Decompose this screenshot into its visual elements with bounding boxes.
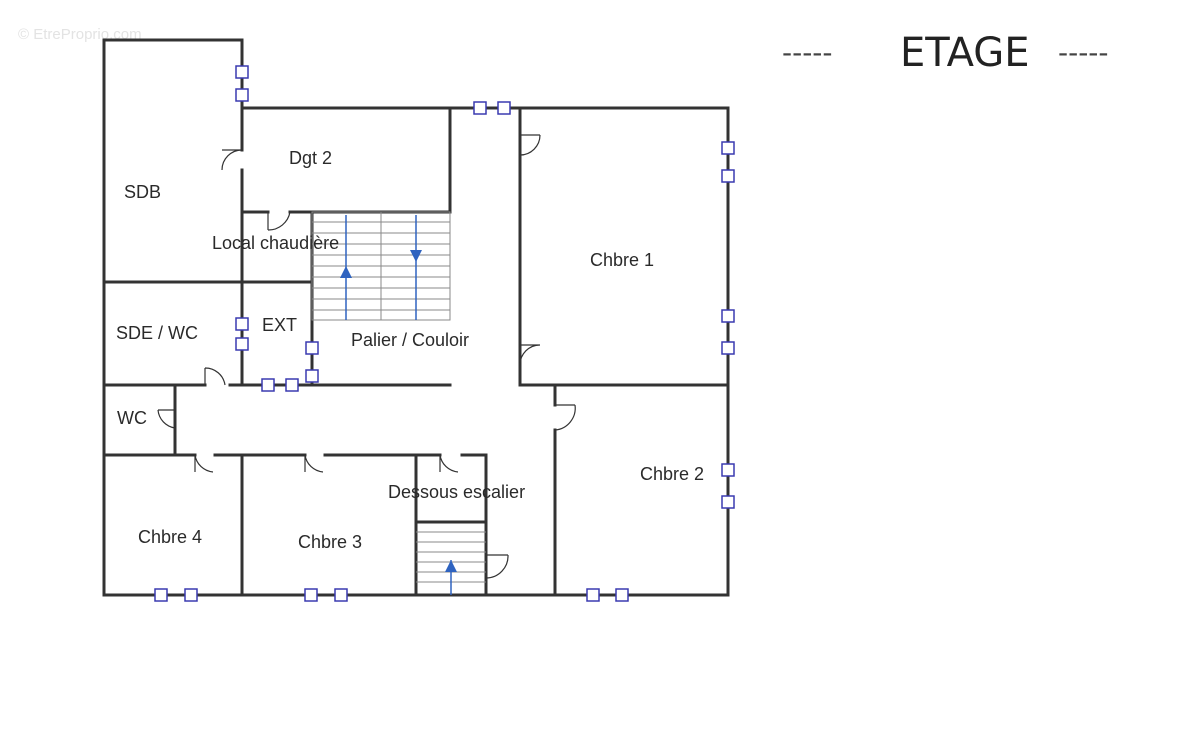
stair-down-arrow-icon <box>410 250 422 262</box>
door-wc <box>157 409 176 429</box>
window-chbre4 <box>154 588 198 602</box>
floor-title: ----- ETAGE ----- <box>782 30 1109 76</box>
window-chbre2-bottom <box>586 588 629 602</box>
title-dash-left: ----- <box>782 36 833 69</box>
door-chbre4 <box>194 454 214 473</box>
doors <box>157 134 576 579</box>
window-top-palier <box>473 101 511 115</box>
door-sde-wc <box>204 367 226 386</box>
room-label-dessous-escalier: Dessous escalier <box>388 482 525 502</box>
room-label-chbre1: Chbre 1 <box>590 250 654 270</box>
door-chbre1-bottom <box>519 344 541 366</box>
main-staircase <box>311 211 451 321</box>
door-sdb <box>221 149 243 171</box>
room-label-chbre2: Chbre 2 <box>640 464 704 484</box>
door-dessous <box>439 454 459 473</box>
title-dash-right: ----- <box>1058 36 1109 69</box>
door-chbre2 <box>554 404 576 431</box>
window-chbre1-lower <box>721 309 735 355</box>
windows <box>154 65 735 602</box>
room-label-local-chaudiere: Local chaudière <box>212 233 339 253</box>
lower-stair-up-arrow-icon <box>445 560 457 572</box>
window-chbre3 <box>304 588 348 602</box>
floor-title-text: ETAGE <box>900 30 1030 76</box>
room-label-chbre3: Chbre 3 <box>298 532 362 552</box>
door-chaudiere <box>267 211 291 231</box>
room-label-ext: EXT <box>262 315 297 335</box>
window-chbre1-upper <box>721 141 735 183</box>
door-chbre3 <box>304 454 324 473</box>
window-chbre2 <box>721 463 735 509</box>
stair-up-arrow-icon <box>340 266 352 278</box>
window-ext <box>305 341 319 383</box>
window-sde-wc <box>235 317 249 351</box>
room-label-chbre4: Chbre 4 <box>138 527 202 547</box>
window-sdb <box>235 65 249 102</box>
window-corridor <box>261 378 299 392</box>
room-label-sdb: SDB <box>124 182 161 202</box>
room-label-wc: WC <box>117 408 147 428</box>
room-label-palier: Palier / Couloir <box>351 330 469 350</box>
door-chbre1-top <box>519 134 541 156</box>
lower-staircase <box>416 531 486 595</box>
door-lower-stair <box>485 554 509 579</box>
room-label-sde-wc: SDE / WC <box>116 323 198 343</box>
room-labels: SDB Dgt 2 Local chaudière Chbre 1 SDE / … <box>116 148 704 552</box>
room-label-dgt2: Dgt 2 <box>289 148 332 168</box>
